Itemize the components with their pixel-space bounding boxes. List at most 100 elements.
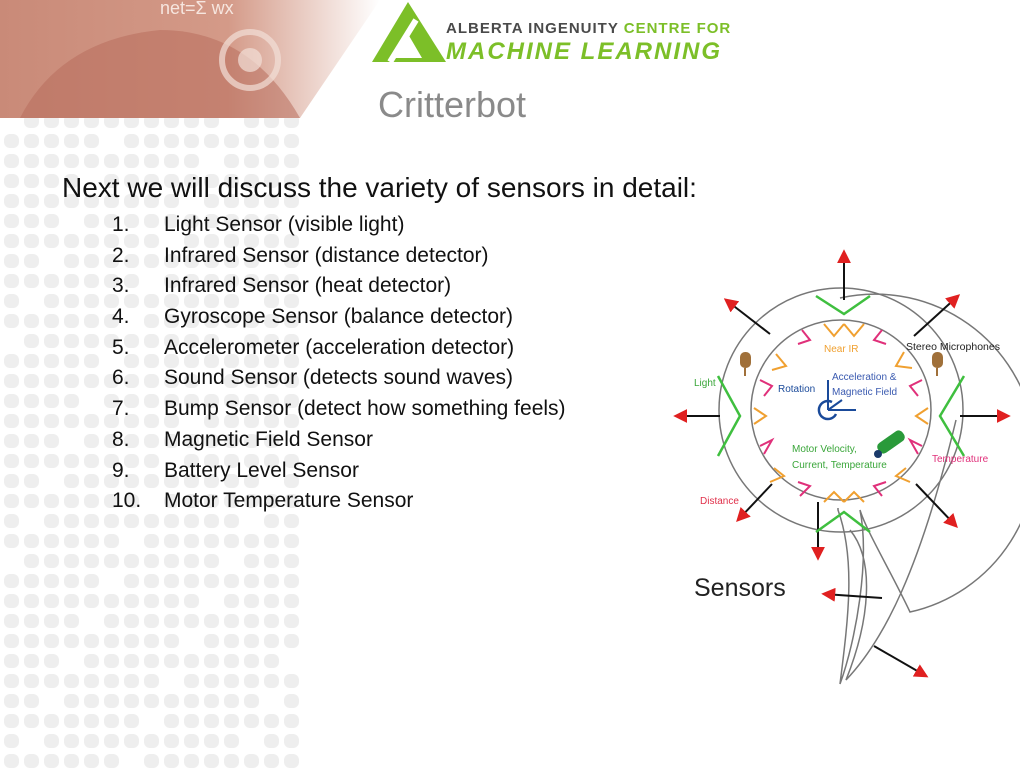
list-item-label: Motor Temperature Sensor (164, 489, 414, 513)
list-item-number: 8. (112, 427, 130, 451)
background-dot (184, 754, 199, 768)
background-dot (84, 214, 99, 228)
background-dot (44, 334, 59, 348)
background-dot (224, 314, 239, 328)
label-near-ir: Near IR (824, 344, 858, 355)
list-item-label: Sound Sensor (detects sound waves) (164, 366, 514, 390)
background-dot (144, 334, 159, 348)
background-dot (204, 714, 219, 728)
background-dot (164, 474, 179, 488)
background-dot (24, 674, 39, 688)
background-dot (4, 194, 19, 208)
motor-icon (874, 430, 905, 458)
background-dot (184, 554, 199, 568)
background-dot (124, 634, 139, 648)
background-dot (24, 154, 39, 168)
background-dot (224, 594, 239, 608)
background-dot (204, 514, 219, 528)
background-dot (104, 674, 119, 688)
background-dot (24, 654, 39, 668)
background-dot (204, 734, 219, 748)
background-dot (24, 174, 39, 188)
background-dot (4, 234, 19, 248)
background-dot (244, 754, 259, 768)
background-dot (104, 414, 119, 428)
background-dot (104, 374, 119, 388)
background-dot (144, 674, 159, 688)
background-dot (264, 134, 279, 148)
background-dot (184, 614, 199, 628)
background-dot (284, 394, 299, 408)
background-dot (144, 294, 159, 308)
background-dot (164, 434, 179, 448)
background-dot (24, 134, 39, 148)
background-dot (4, 594, 19, 608)
background-dot (284, 234, 299, 248)
label-current-temperature: Current, Temperature (792, 460, 887, 471)
background-dot (264, 454, 279, 468)
background-dot (284, 534, 299, 548)
background-dot (4, 154, 19, 168)
background-dot (284, 694, 299, 708)
background-dot (124, 354, 139, 368)
background-dot (224, 414, 239, 428)
background-dot (204, 354, 219, 368)
background-dot (64, 634, 79, 648)
background-dot (4, 354, 19, 368)
background-dot (284, 194, 299, 208)
background-dot (264, 534, 279, 548)
background-dot (64, 134, 79, 148)
background-dot (224, 454, 239, 468)
background-dot (64, 574, 79, 588)
background-dot (184, 514, 199, 528)
bump-sensors (716, 294, 966, 534)
background-dot (244, 474, 259, 488)
background-dot (244, 554, 259, 568)
background-dot (244, 434, 259, 448)
background-dot (164, 494, 179, 508)
background-dot (264, 374, 279, 388)
background-dot (224, 514, 239, 528)
background-dot (184, 494, 199, 508)
background-dot (284, 254, 299, 268)
background-dot (124, 154, 139, 168)
microphone-icon (932, 352, 943, 376)
background-dot (4, 674, 19, 688)
background-dot (24, 754, 39, 768)
background-dot (104, 154, 119, 168)
diagram-caption: Sensors (694, 574, 786, 602)
background-dot (184, 714, 199, 728)
background-dot (24, 694, 39, 708)
list-item-label: Battery Level Sensor (164, 458, 359, 482)
background-dot (104, 314, 119, 328)
background-dot (84, 654, 99, 668)
background-dot (4, 734, 19, 748)
background-dot (244, 194, 259, 208)
background-dot (24, 454, 39, 468)
background-dot (44, 314, 59, 328)
background-dot (44, 274, 59, 288)
background-dot (204, 474, 219, 488)
background-dot (264, 574, 279, 588)
background-dot (44, 194, 59, 208)
background-dot (164, 554, 179, 568)
background-dot (4, 134, 19, 148)
background-dot (244, 634, 259, 648)
background-dot (264, 194, 279, 208)
background-dot (244, 214, 259, 228)
background-dot (164, 134, 179, 148)
background-dot (224, 474, 239, 488)
background-dot (164, 154, 179, 168)
background-dot (164, 634, 179, 648)
list-item-number: 6. (112, 366, 130, 390)
background-dot (204, 434, 219, 448)
background-dot (244, 134, 259, 148)
background-dot (224, 134, 239, 148)
background-dot (4, 414, 19, 428)
background-dot (44, 294, 59, 308)
background-dot (244, 394, 259, 408)
background-dot (264, 594, 279, 608)
background-dot (244, 274, 259, 288)
background-dot (44, 594, 59, 608)
background-dot (144, 474, 159, 488)
